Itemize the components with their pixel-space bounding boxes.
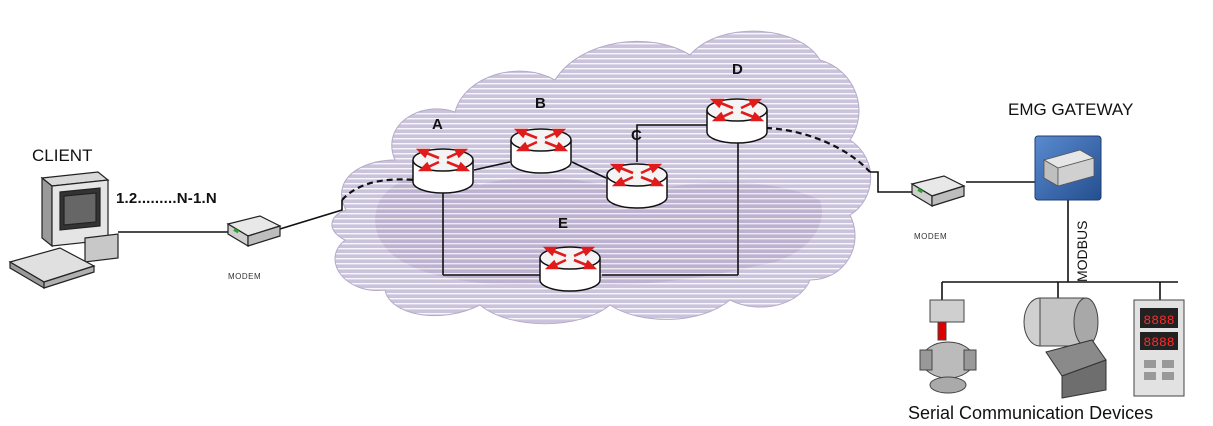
client-computer-icon <box>8 171 119 290</box>
gateway-modem-icon <box>911 175 965 207</box>
router-b-label: B <box>535 95 546 112</box>
router-e-label: E <box>558 215 569 232</box>
client-label: CLIENT <box>32 146 93 165</box>
router-b-icon <box>509 127 573 175</box>
connection-lines <box>118 124 1178 300</box>
router-d-icon <box>705 97 769 145</box>
router-d-label: D <box>732 61 743 78</box>
devices-label: Serial Communication Devices <box>908 403 1154 423</box>
gateway-icon <box>1034 135 1102 201</box>
router-c-label: C <box>631 127 642 144</box>
router-a-label: A <box>432 116 443 133</box>
sequence-label: 1.2.........N-1.N <box>116 190 217 207</box>
bus-label: MODBUS <box>1074 220 1090 282</box>
controller-device-icon: 8888 8888 <box>1133 299 1185 397</box>
router-a-icon <box>411 147 475 195</box>
motor-device-icon <box>1023 297 1107 399</box>
svg-text:8888: 8888 <box>1143 313 1174 328</box>
client-modem-icon <box>227 215 281 247</box>
svg-text:8888: 8888 <box>1143 335 1174 350</box>
gateway-modem-label: MODEM <box>914 232 948 241</box>
client-modem-label: MODEM <box>228 272 262 281</box>
valve-device-icon <box>919 299 977 394</box>
router-c-icon <box>605 162 669 210</box>
router-e-icon <box>538 245 602 293</box>
gateway-label: EMG GATEWAY <box>1008 100 1134 119</box>
